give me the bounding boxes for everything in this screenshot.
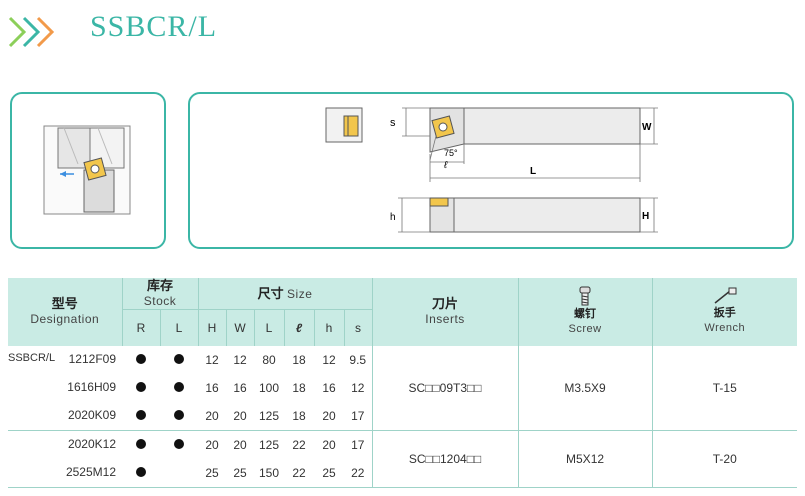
in-stock-dot-icon: [136, 466, 146, 477]
table-row: SSBCR/L 1212F09 12 12 80 18 12 9.5 SC□□0…: [8, 345, 798, 430]
screw-header: 螺钉 Screw: [517, 278, 653, 346]
spec-table: 型号 Designation 库存 Stock 尺寸 Size 刀片 Inser…: [8, 278, 798, 488]
size-H-cell: 12: [205, 352, 219, 367]
designation-cell: 2525M12: [65, 464, 116, 479]
in-stock-dot-icon: [136, 438, 146, 449]
size-l-cell: 18: [292, 380, 306, 395]
size-col-l: ℓ: [283, 309, 315, 346]
screw-cell: M5X12: [517, 429, 653, 487]
application-drawing: [43, 125, 131, 215]
size-s-cell: 17: [344, 429, 373, 459]
chevron-arrows-icon: [8, 16, 55, 48]
wrench-header: 扳手 Wrench: [651, 278, 798, 346]
wrench-cell: T-20: [651, 429, 798, 487]
size-H-cell: 16: [205, 380, 219, 395]
stock-r-cell: [122, 429, 160, 459]
size-h-cell: 20: [322, 408, 336, 423]
in-stock-dot-icon: [174, 353, 184, 364]
size-H-cell: 20: [198, 429, 227, 459]
stock-header: 库存 Stock: [121, 278, 199, 310]
size-h-cell: 12: [322, 352, 336, 367]
size-L-cell: 100: [259, 380, 280, 395]
dim-label-H: H: [642, 211, 649, 222]
designation-cell: 2020K12: [8, 429, 122, 459]
dim-label-l: ℓ: [443, 160, 448, 171]
size-h-cell: 25: [322, 465, 336, 480]
dim-label-h: h: [390, 212, 396, 223]
designation-cell: SSBCR/L 1212F09: [8, 351, 116, 366]
size-L-cell: 80: [262, 352, 276, 367]
size-h-cell: 16: [322, 380, 336, 395]
size-l-cell: 18: [292, 408, 306, 423]
dimension-drawing-panel: s W 75° ℓ L h H: [188, 92, 794, 249]
size-col-W: W: [225, 309, 255, 346]
stock-l-cell: [160, 429, 199, 459]
dim-label-s: s: [390, 117, 396, 129]
in-stock-dot-icon: [136, 381, 146, 392]
dim-label-angle: 75°: [444, 148, 458, 158]
size-W-cell: 25: [233, 465, 247, 480]
size-L-cell: 150: [259, 465, 280, 480]
table-row: 2020K09 20 20 125 18 20 17: [8, 402, 797, 431]
table-row: 2020K12 20 20 125 22 20 17 SC□□1204□□ M5…: [8, 429, 798, 487]
size-W-cell: 20: [226, 429, 255, 459]
size-l-cell: 18: [292, 352, 306, 367]
wrench-icon: [714, 287, 737, 304]
stock-l-cell: [160, 459, 198, 488]
size-L-cell: 125: [259, 408, 280, 423]
size-s-cell: 17: [351, 408, 365, 423]
stock-col-R: R: [121, 309, 160, 346]
designation-header: 型号 Designation: [30, 296, 100, 327]
designation-cell: 1616H09: [67, 379, 116, 394]
designation-cell: 2020K09: [67, 407, 116, 422]
table-row: 1616H09 16 16 100 18 16 12: [8, 374, 797, 402]
tool-dimension-drawing: s W 75° ℓ L h H: [325, 107, 658, 233]
wrench-cell: T-15: [651, 345, 798, 430]
stock-col-L: L: [159, 309, 199, 346]
size-header: 尺寸 Size: [197, 278, 373, 310]
size-H-cell: 20: [205, 408, 219, 423]
in-stock-dot-icon: [174, 381, 184, 392]
size-W-cell: 12: [233, 352, 247, 367]
application-view-panel: [10, 92, 166, 249]
stock-r-cell: [122, 346, 160, 374]
in-stock-dot-icon: [174, 409, 184, 420]
dim-label-W: W: [642, 122, 652, 133]
size-H-cell: 25: [205, 465, 219, 480]
size-col-h: h: [313, 309, 345, 346]
insert-cell: SC□□1204□□: [371, 429, 519, 487]
stock-l-cell: [160, 346, 198, 374]
stock-l-cell: [160, 402, 198, 431]
stock-l-cell: [160, 374, 198, 402]
size-W-cell: 20: [233, 408, 247, 423]
size-col-L: L: [253, 309, 285, 346]
in-stock-dot-icon: [174, 438, 184, 449]
size-L-cell: 125: [254, 429, 285, 459]
screw-icon: [579, 286, 591, 306]
screw-cell: M3.5X9: [517, 345, 653, 430]
stock-r-cell: [122, 459, 160, 488]
size-s-cell: 9.5: [349, 352, 367, 367]
size-s-cell: 22: [351, 465, 365, 480]
size-l-cell: 22: [292, 465, 306, 480]
size-l-cell: 22: [284, 429, 315, 459]
dim-label-L: L: [530, 166, 536, 177]
stock-r-cell: [122, 374, 160, 402]
insert-cell: SC□□09T3□□: [371, 345, 519, 430]
size-W-cell: 16: [233, 380, 247, 395]
in-stock-dot-icon: [136, 353, 146, 364]
size-col-H: H: [197, 309, 227, 346]
in-stock-dot-icon: [136, 409, 146, 420]
size-col-s: s: [343, 309, 373, 346]
stock-r-cell: [122, 402, 160, 431]
page-title: SSBCR/L: [90, 10, 218, 43]
size-h-cell: 20: [314, 429, 345, 459]
inserts-header: 刀片 Inserts: [371, 278, 519, 346]
size-s-cell: 12: [351, 380, 365, 395]
